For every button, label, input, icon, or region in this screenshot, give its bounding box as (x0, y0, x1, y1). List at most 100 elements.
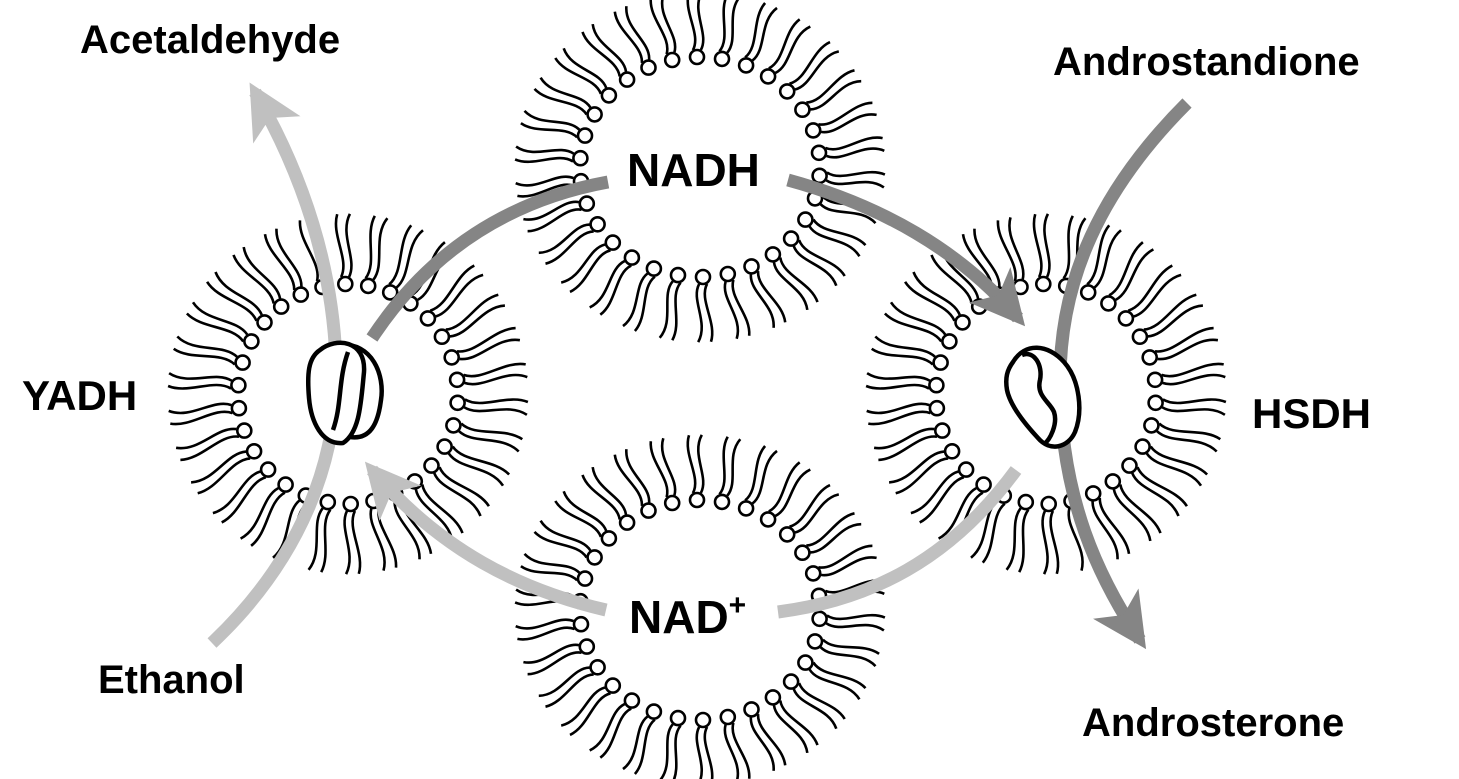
lipid (538, 658, 606, 708)
lipid (554, 490, 618, 547)
lipid (649, 437, 681, 512)
lipid-tail (868, 410, 931, 426)
lipid (870, 335, 949, 371)
lipid-tail (523, 552, 581, 574)
lipid-head (1143, 417, 1160, 434)
lipid-tail (812, 661, 867, 690)
lipid (1146, 362, 1226, 389)
lipid-head (932, 354, 949, 371)
lipid (778, 40, 840, 100)
lipid-head (578, 195, 596, 212)
lipid (190, 442, 263, 495)
lipid-tail (334, 213, 345, 278)
lipid (622, 260, 663, 332)
lipid-tail (250, 491, 286, 547)
lipid-head (589, 658, 606, 676)
lipid-tail (937, 486, 978, 540)
lipid-tail (463, 406, 528, 416)
lipid-tail (1145, 452, 1203, 487)
lipid (1131, 293, 1204, 346)
androsterone-label: Androsterone (1082, 701, 1344, 745)
lipid (613, 449, 657, 519)
lipid (1141, 326, 1219, 366)
lipid (613, 6, 657, 76)
nad-micelle (514, 434, 886, 779)
lipid-tail (307, 507, 324, 571)
lipid-tail (703, 726, 714, 779)
lipid-head (236, 422, 253, 439)
lipid (659, 709, 687, 779)
lipid (865, 372, 945, 394)
lipid (523, 195, 596, 233)
lipid-tail (533, 530, 588, 559)
lipid (1040, 495, 1060, 575)
lipid-tail (806, 69, 855, 104)
lipid-head (604, 677, 622, 694)
lipid-head (943, 442, 961, 460)
lipid-tail (554, 500, 603, 538)
lipid (1117, 264, 1182, 327)
lipid-tail (527, 651, 582, 676)
lipid-tail (751, 6, 778, 62)
lipid (694, 711, 714, 779)
lipid-head (1040, 495, 1057, 513)
lipid (910, 461, 975, 524)
lipid-head (436, 438, 453, 455)
lipid (423, 457, 490, 517)
lipid-tail (1158, 422, 1222, 441)
lipid-tail (696, 434, 705, 494)
lipid-tail (1161, 406, 1226, 416)
lipid-tail (744, 445, 767, 502)
lipid-tail (613, 11, 644, 64)
lipid-head (669, 709, 687, 727)
lipid-head (1134, 438, 1151, 455)
lipid-tail (435, 273, 484, 318)
lipid-head (419, 310, 437, 327)
lipid (581, 466, 636, 531)
lipid-head (804, 565, 822, 582)
lipid (658, 266, 687, 341)
lipid-tail (723, 724, 740, 779)
lipid (381, 224, 424, 301)
lipid-tail (671, 281, 682, 341)
yadh-enzyme-icon (305, 340, 384, 446)
lipid (172, 335, 251, 371)
lipid-head (663, 494, 681, 512)
nadh-micelle (514, 0, 886, 343)
lipid-tail (320, 508, 332, 573)
hsdh-to-nad-arrow (777, 466, 1022, 619)
lipid-tail (633, 275, 656, 332)
lipid (185, 301, 260, 350)
lipid-tail (821, 638, 880, 655)
lipid-head (941, 333, 958, 350)
lipid-head (230, 376, 247, 394)
lipid (342, 495, 362, 575)
lipid-head (292, 286, 310, 303)
lipid-tail (560, 686, 606, 727)
lipid-head (737, 500, 755, 517)
lipid-tail (873, 427, 935, 450)
lipid (538, 216, 606, 265)
lipid-tail (726, 0, 740, 54)
lipid-tail (825, 622, 885, 632)
lipid-head (381, 284, 399, 301)
lipid-head (272, 298, 290, 315)
lipid-tail (560, 243, 606, 284)
lipid-tail (464, 373, 528, 386)
lipid-head (1100, 295, 1117, 312)
lipid-tail (1127, 264, 1173, 312)
lipid-head (445, 417, 462, 434)
lipid-tail (812, 218, 867, 247)
nad-label: NAD+ (629, 589, 746, 643)
lipid-tail (810, 522, 862, 554)
lipid (1032, 213, 1052, 293)
lipid (212, 461, 277, 524)
lipid-tail (789, 40, 831, 85)
lipid-tail (168, 402, 232, 415)
lipid-tail (581, 474, 621, 520)
lipid-tail (538, 223, 590, 255)
lipid-tail (463, 362, 526, 378)
lipid-tail (686, 434, 697, 494)
lipid-tail (515, 618, 574, 630)
lipid-head (794, 101, 811, 118)
